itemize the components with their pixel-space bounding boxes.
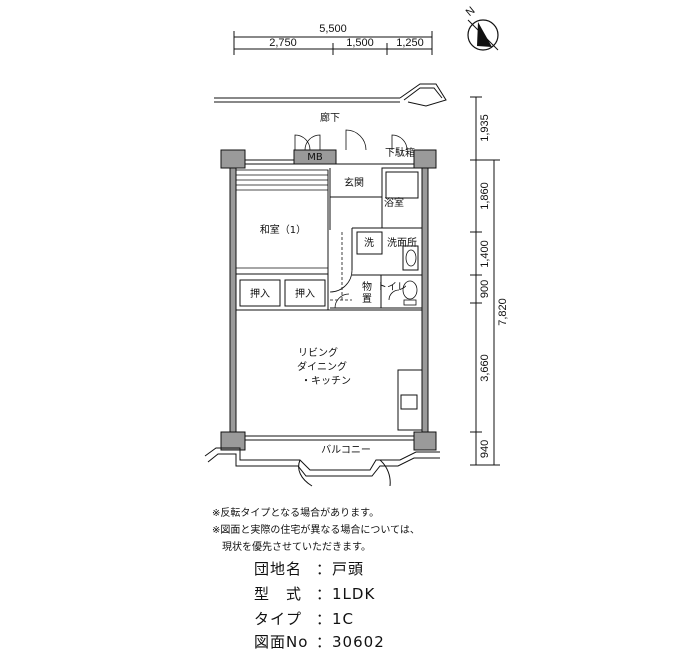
label-shoe-storage: 下駄箱 bbox=[385, 146, 415, 159]
label-toilet: トイレ bbox=[377, 282, 407, 293]
washitsu-room bbox=[235, 169, 329, 275]
label-corridor: 廊下 bbox=[320, 111, 340, 124]
info-name-key: 団地名 bbox=[254, 560, 303, 578]
dim-top-part-1: 2,750 bbox=[269, 37, 297, 49]
label-ldk-3: ・キッチン bbox=[301, 375, 351, 387]
note-line-3: 現状を優先させていただきます。 bbox=[212, 542, 371, 553]
info-type-key: 型 式 bbox=[254, 585, 303, 603]
info-sep: ： bbox=[316, 633, 333, 651]
label-bath: 浴室 bbox=[384, 196, 404, 209]
dim-right-5: 3,660 bbox=[479, 354, 491, 382]
dim-right-2: 1,860 bbox=[479, 182, 491, 210]
info-kind-value: 1C bbox=[332, 610, 355, 628]
dim-right-1: 1,935 bbox=[479, 114, 491, 142]
dim-right-4: 900 bbox=[479, 280, 491, 298]
info-type-value: 1LDK bbox=[332, 585, 376, 603]
corridor-railing bbox=[214, 83, 447, 107]
label-washitsu: 和室（1） bbox=[260, 223, 306, 236]
label-ldk-1: リビング bbox=[298, 346, 338, 359]
washbasin-icon bbox=[405, 249, 417, 267]
info-sep: ： bbox=[316, 560, 333, 578]
dim-right-6: 940 bbox=[479, 440, 491, 458]
balcony-railing bbox=[204, 447, 440, 487]
info-complex-name: 団地名 ：戸頭 bbox=[254, 558, 364, 579]
dim-top-part-3: 1,250 bbox=[396, 37, 424, 49]
info-no-key: 図面No bbox=[254, 633, 309, 651]
info-model: 型 式 ：1LDK bbox=[254, 583, 375, 604]
north-compass-icon bbox=[467, 19, 499, 51]
info-name-value: 戸頭 bbox=[332, 560, 365, 578]
label-washer: 洗 bbox=[364, 237, 374, 249]
label-oshiire-2: 押入 bbox=[295, 287, 315, 300]
note-line-2: ※図面と実際の住宅が異なる場合については、 bbox=[212, 525, 420, 536]
info-drawing-no: 図面No ：30602 bbox=[254, 631, 385, 652]
compass-label: N bbox=[464, 5, 478, 19]
right-dimensions bbox=[470, 96, 500, 466]
dim-top-total: 5,500 bbox=[319, 23, 347, 35]
label-balcony: バルコニー bbox=[321, 444, 371, 456]
info-kind-key: タイプ bbox=[254, 610, 303, 628]
label-ldk-2: ダイニング bbox=[297, 360, 347, 373]
note-line-1: ※反転タイプとなる場合があります。 bbox=[212, 508, 380, 519]
toilet-icon bbox=[402, 280, 418, 306]
info-type: タイプ ：1C bbox=[254, 608, 354, 629]
partitions bbox=[236, 167, 423, 431]
top-dimensions bbox=[233, 31, 433, 55]
label-storage: 物置 bbox=[362, 280, 372, 305]
dim-right-3: 1,400 bbox=[479, 240, 491, 268]
dim-right-total: 7,820 bbox=[497, 298, 509, 326]
label-mb: MB bbox=[307, 152, 323, 163]
info-no-value: 30602 bbox=[332, 633, 385, 651]
info-sep: ： bbox=[316, 610, 333, 628]
info-sep: ： bbox=[316, 585, 333, 603]
dim-top-part-2: 1,500 bbox=[346, 37, 374, 49]
walls bbox=[220, 149, 437, 451]
label-washroom: 洗面所 bbox=[387, 237, 417, 249]
label-oshiire-1: 押入 bbox=[250, 287, 270, 300]
door-swings bbox=[294, 129, 408, 309]
label-genkan: 玄関 bbox=[344, 176, 364, 189]
